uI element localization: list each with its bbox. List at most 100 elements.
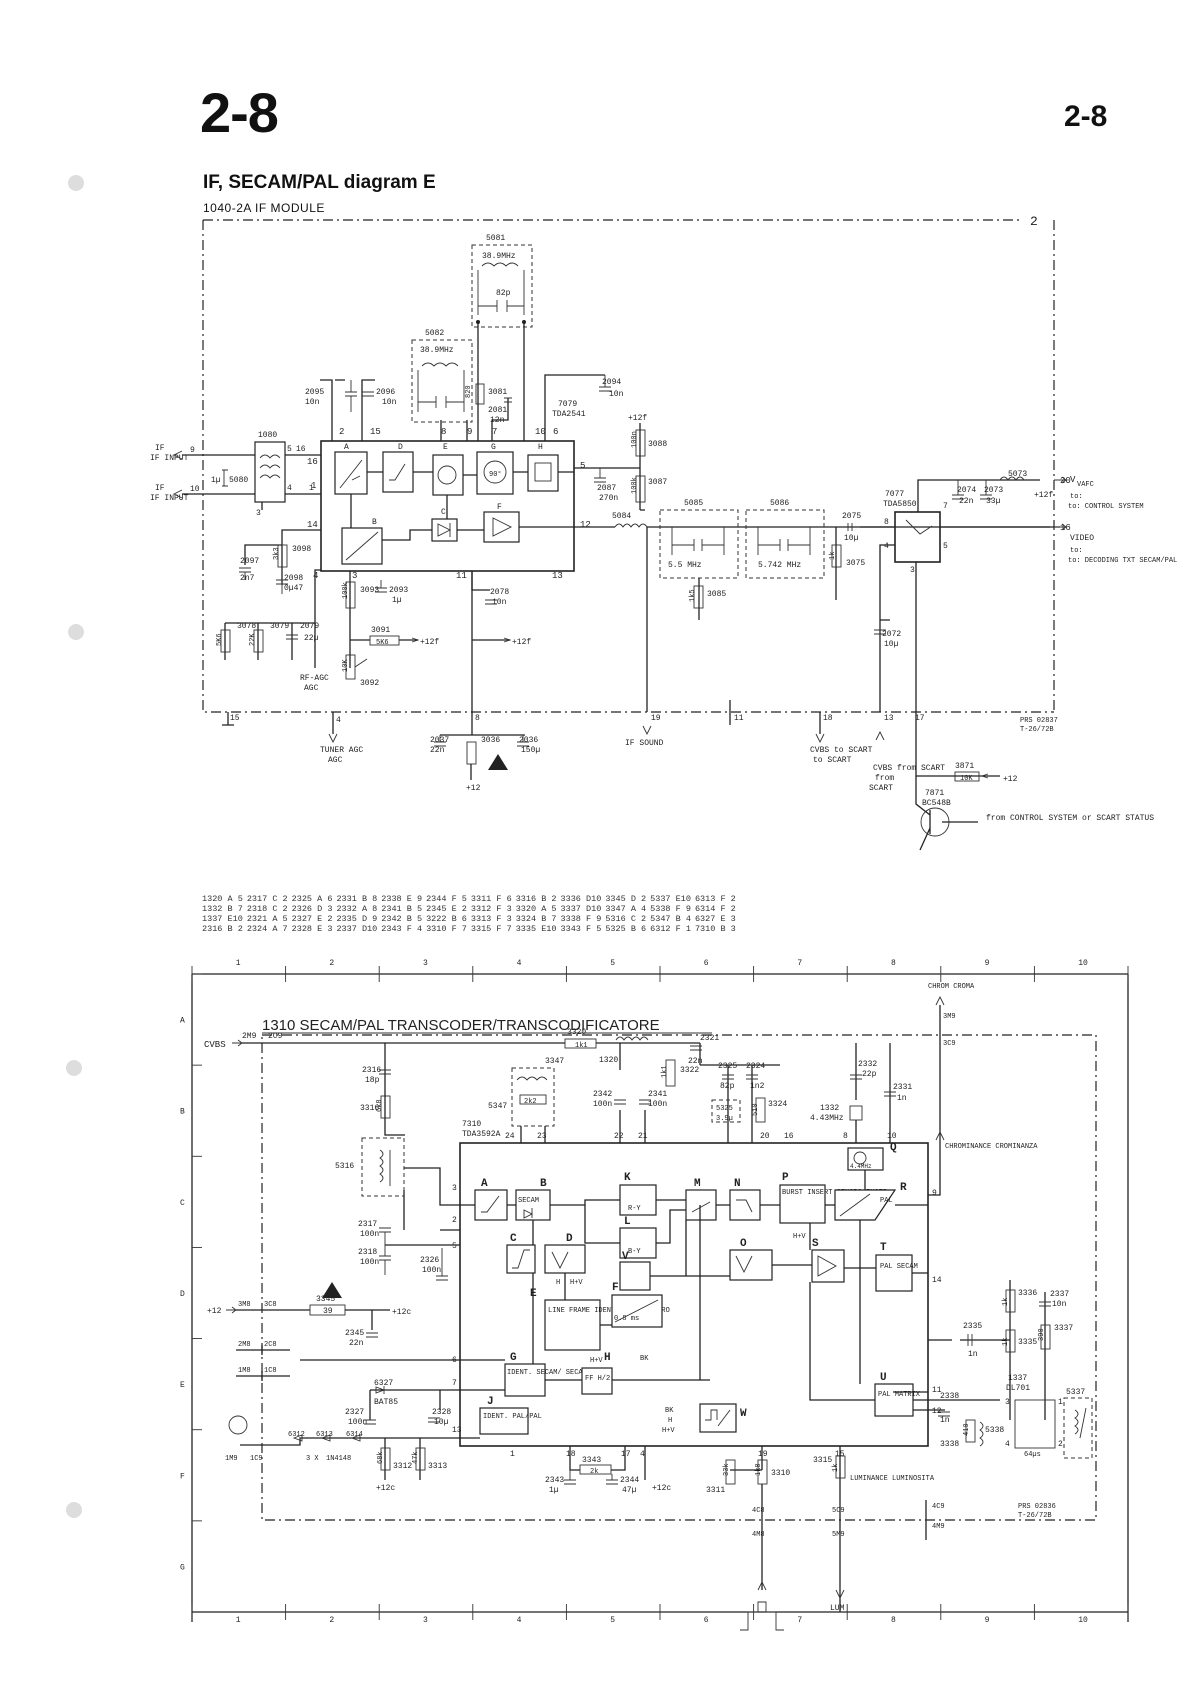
svg-text:10n: 10n (609, 390, 624, 399)
svg-text:+12: +12 (207, 1307, 222, 1316)
svg-text:2093: 2093 (389, 586, 408, 595)
svg-text:Q: Q (890, 1142, 897, 1154)
svg-text:to:: to: (1070, 547, 1083, 555)
svg-text:C: C (441, 508, 446, 517)
svg-text:H+V: H+V (590, 1357, 603, 1365)
svg-text:5: 5 (580, 461, 585, 471)
svg-text:0.8 ms: 0.8 ms (614, 1315, 639, 1323)
svg-text:3k3: 3k3 (273, 547, 281, 560)
svg-text:1µ: 1µ (392, 596, 402, 605)
svg-text:SCART: SCART (869, 784, 893, 793)
svg-text:F: F (497, 503, 502, 512)
grid-col-label: 1 (236, 959, 241, 968)
svg-text:1n: 1n (940, 1416, 950, 1425)
svg-text:18: 18 (823, 714, 833, 723)
svg-text:5K6: 5K6 (216, 633, 224, 646)
svg-text:to: DECODING TXT SECAM/PAL: to: DECODING TXT SECAM/PAL (1068, 557, 1177, 565)
svg-text:2335: 2335 (963, 1322, 982, 1331)
svg-text:2037: 2037 (430, 736, 449, 745)
svg-text:BAT85: BAT85 (374, 1398, 398, 1407)
grid-col-label: 2 (329, 959, 334, 968)
svg-text:20: 20 (760, 1132, 770, 1141)
svg-text:1: 1 (311, 481, 316, 491)
svg-text:CVBS to SCART: CVBS to SCART (810, 746, 873, 755)
grid-col-label: 4 (517, 1616, 522, 1625)
svg-text:1n2: 1n2 (750, 1082, 765, 1091)
svg-text:2097: 2097 (240, 557, 259, 566)
svg-text:2k: 2k (590, 1468, 598, 1476)
svg-text:100k: 100k (631, 477, 639, 494)
svg-text:2318: 2318 (358, 1248, 377, 1257)
svg-text:410: 410 (963, 1423, 971, 1436)
svg-text:39: 39 (323, 1307, 333, 1316)
grid-row-label: D (180, 1290, 185, 1299)
svg-text:10K: 10K (342, 659, 350, 672)
svg-text:82p: 82p (496, 289, 511, 298)
svg-text:2338: 2338 (940, 1392, 959, 1401)
svg-text:2341: 2341 (648, 1090, 667, 1099)
svg-text:390: 390 (1038, 1328, 1046, 1341)
svg-text:T-26/72B: T-26/72B (1020, 726, 1054, 734)
svg-text:22: 22 (614, 1132, 624, 1141)
svg-text:H: H (556, 1279, 560, 1287)
svg-text:3087: 3087 (648, 478, 667, 487)
svg-text:H: H (668, 1417, 672, 1425)
svg-text:3092: 3092 (360, 679, 379, 688)
svg-text:6313: 6313 (316, 1431, 333, 1439)
svg-text:3324: 3324 (768, 1100, 787, 1109)
svg-text:3.9µ: 3.9µ (716, 1115, 733, 1123)
grid-row-label: G (180, 1563, 185, 1572)
transcoder-blocks: A SECAM B C D LINE FRAME IDENT. RIGA QUA… (474, 1142, 928, 1435)
svg-text:FF H/2: FF H/2 (585, 1375, 610, 1383)
svg-text:2072: 2072 (882, 630, 901, 639)
svg-text:5347: 5347 (488, 1102, 507, 1111)
svg-text:M: M (694, 1178, 701, 1190)
svg-text:2095: 2095 (305, 388, 324, 397)
svg-text:10µ: 10µ (844, 534, 859, 543)
svg-text:W: W (740, 1408, 747, 1420)
svg-text:3081: 3081 (488, 388, 507, 397)
svg-text:19: 19 (651, 714, 661, 723)
svg-text:2317: 2317 (358, 1220, 377, 1229)
svg-text:4.43MHz: 4.43MHz (810, 1114, 844, 1123)
svg-text:47µ: 47µ (622, 1486, 637, 1495)
svg-text:1k: 1k (832, 1464, 840, 1472)
svg-text:13: 13 (452, 1426, 462, 1435)
margin-marks (66, 175, 84, 1518)
svg-text:IF INPUT: IF INPUT (150, 494, 189, 503)
svg-text:16: 16 (307, 457, 318, 467)
svg-text:7077: 7077 (885, 490, 904, 499)
svg-text:1: 1 (309, 484, 314, 493)
svg-text:2079: 2079 (300, 622, 319, 631)
grid-col-label: 6 (704, 959, 709, 968)
svg-text:D: D (398, 443, 403, 452)
svg-text:5.742 MHz: 5.742 MHz (758, 561, 801, 570)
svg-text:D: D (566, 1233, 573, 1245)
svg-text:T: T (880, 1242, 887, 1254)
svg-text:+12: +12 (1003, 775, 1018, 784)
svg-text:H: H (538, 443, 543, 452)
svg-text:7079: 7079 (558, 400, 577, 409)
svg-text:3: 3 (910, 566, 915, 575)
frame-number: 2 (1030, 214, 1038, 229)
svg-text:5: 5 (943, 542, 948, 551)
svg-text:IDENT. SECAM/ SECAM: IDENT. SECAM/ SECAM (507, 1369, 587, 1377)
page-number-left: 2-8 (200, 81, 279, 144)
svg-text:1k1: 1k1 (661, 1065, 669, 1078)
svg-text:100n: 100n (348, 1418, 367, 1427)
svg-text:to: CONTROL SYSTEM: to: CONTROL SYSTEM (1068, 503, 1144, 511)
svg-text:4: 4 (640, 1450, 645, 1459)
grid-col-label: 10 (1078, 959, 1088, 968)
svg-text:5C9: 5C9 (832, 1507, 845, 1515)
svg-text:2098: 2098 (284, 574, 303, 583)
svg-text:A: A (344, 443, 349, 452)
svg-text:5085: 5085 (684, 499, 703, 508)
svg-text:4: 4 (287, 484, 292, 493)
svg-text:1337: 1337 (1008, 1374, 1027, 1383)
